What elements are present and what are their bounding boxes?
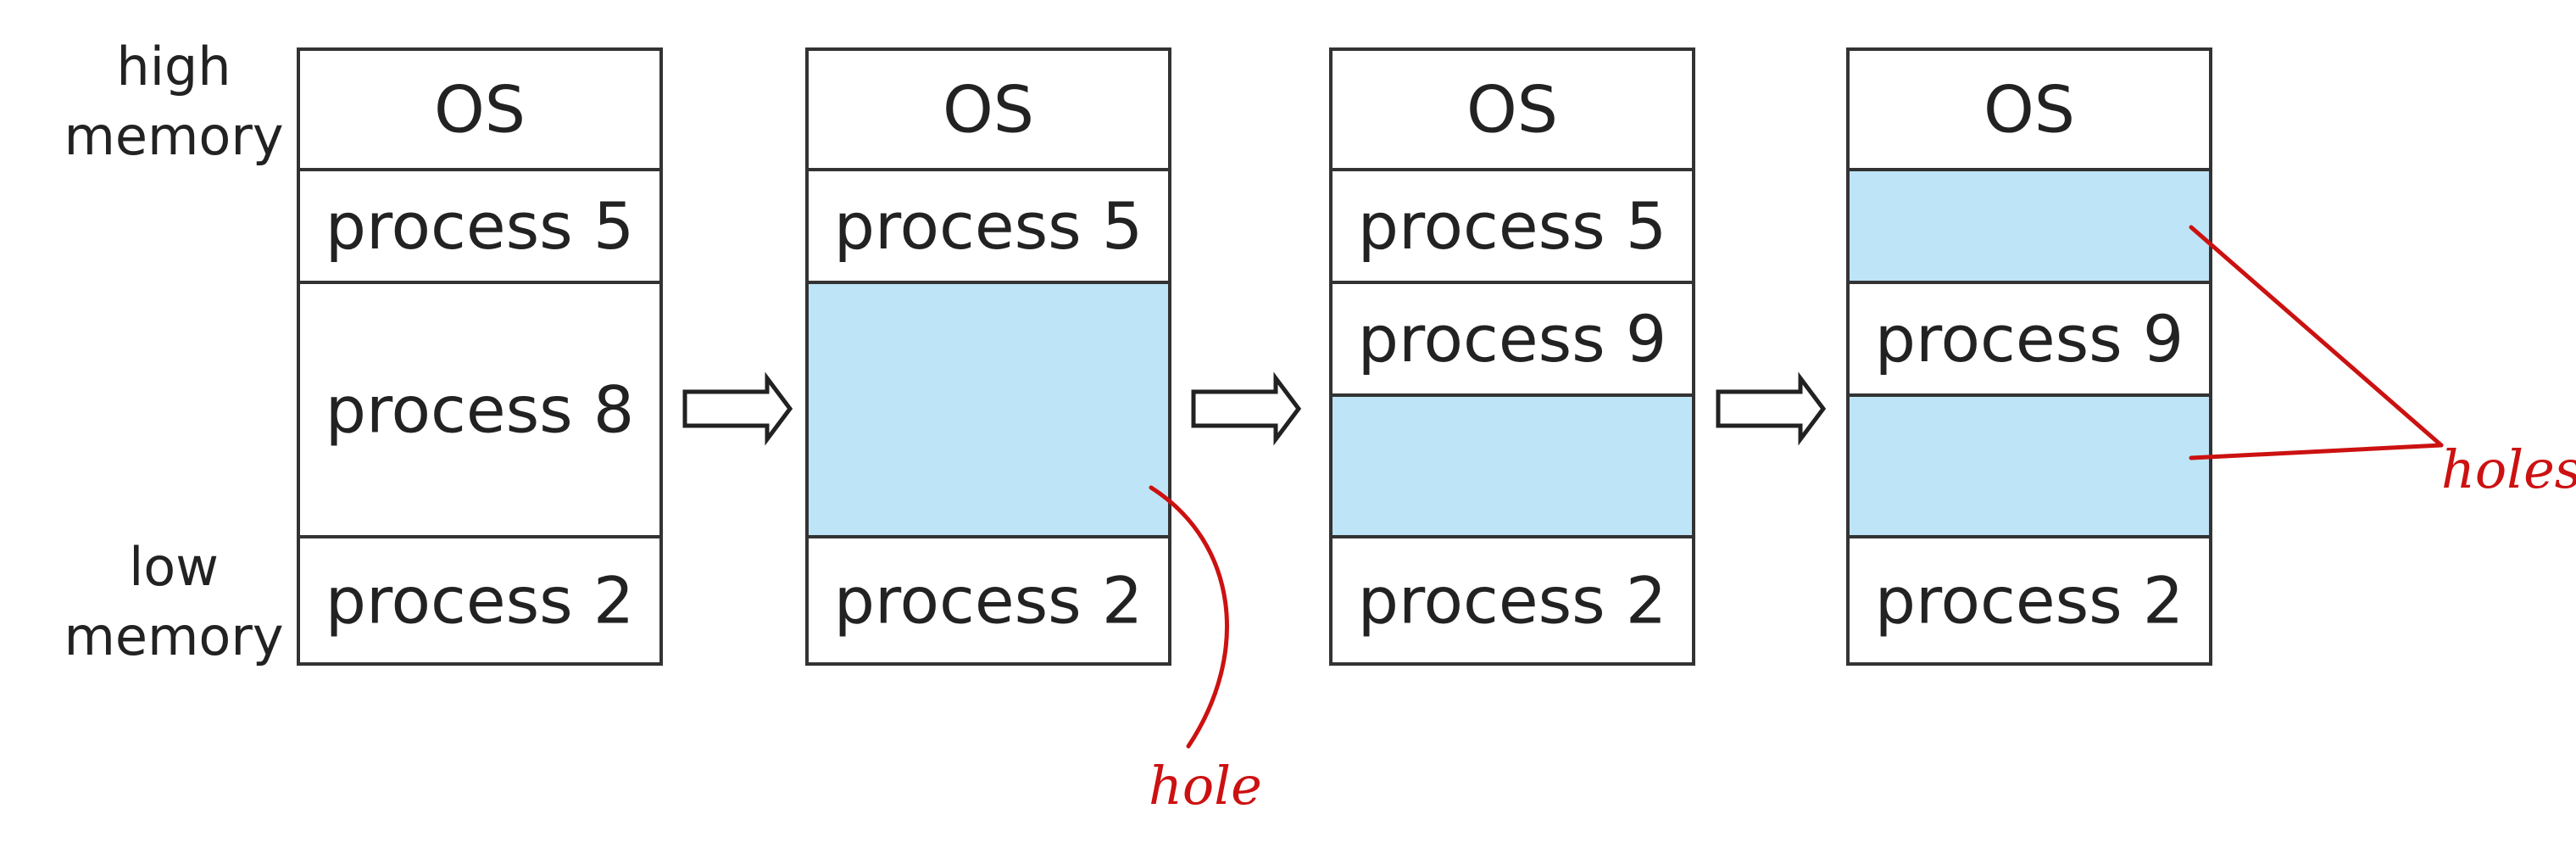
memory-segment <box>1329 281 1695 397</box>
holes-annotation <box>2189 225 2444 460</box>
memory-column-2: OS process 5 process 2 <box>805 47 1171 666</box>
memory-hole <box>1329 393 1695 538</box>
holes-pointer-line-lower <box>2189 443 2444 460</box>
segment-label: OS <box>1983 72 2075 148</box>
memory-segment <box>297 168 663 284</box>
memory-column-3: OS process 5 process 9 process 2 <box>1329 47 1695 666</box>
low-memory-label: low memory <box>64 536 283 667</box>
holes-pointer-line-upper <box>2189 225 2444 448</box>
memory-column-4: OS process 9 process 2 <box>1846 47 2212 666</box>
segment-label: OS <box>1466 72 1558 148</box>
memory-segment <box>297 535 663 666</box>
memory-segment <box>1846 47 2212 171</box>
memory-segment <box>1329 535 1695 666</box>
high-memory-label-line1: high <box>116 36 231 98</box>
holes-label: holes <box>2441 438 2576 500</box>
segment-label: process 2 <box>834 563 1143 639</box>
segment-label: process 9 <box>1875 301 2184 377</box>
memory-hole <box>1846 393 2212 538</box>
memory-hole <box>1846 168 2212 284</box>
segment-label: OS <box>943 72 1034 148</box>
hole-annotation <box>1149 485 1229 749</box>
memory-columns: OS process 5 process 8 process 2 OS process 5… <box>297 47 2212 666</box>
memory-segment <box>805 168 1171 284</box>
hole-label: hole <box>1149 755 1262 817</box>
memory-column-1: OS process 5 process 8 process 2 <box>297 47 663 666</box>
transition-arrow-1 <box>682 371 793 446</box>
memory-segment <box>805 535 1171 666</box>
low-memory-label-line1: low <box>129 536 219 598</box>
segment-label: process 5 <box>325 188 635 264</box>
memory-hole <box>805 281 1171 538</box>
transition-arrow-2 <box>1191 371 1302 446</box>
segment-label: process 2 <box>1358 563 1667 639</box>
segment-label: OS <box>434 72 526 148</box>
transition-arrow-3 <box>1716 371 1827 446</box>
memory-segment <box>297 281 663 538</box>
memory-segment <box>1846 535 2212 666</box>
segment-label: process 5 <box>834 188 1143 264</box>
high-memory-label: high memory <box>64 36 283 167</box>
low-memory-label-line2: memory <box>64 605 283 667</box>
high-memory-label-line2: memory <box>64 105 283 167</box>
segment-label: process 2 <box>1875 563 2184 639</box>
hole-pointer-line <box>1149 485 1229 749</box>
segment-label: process 8 <box>325 372 635 448</box>
memory-segment <box>1329 47 1695 171</box>
segment-label: process 5 <box>1358 188 1667 264</box>
segment-label: process 9 <box>1358 301 1667 377</box>
arrows <box>682 371 1827 446</box>
memory-segment <box>297 47 663 171</box>
segment-label: process 2 <box>325 563 635 639</box>
